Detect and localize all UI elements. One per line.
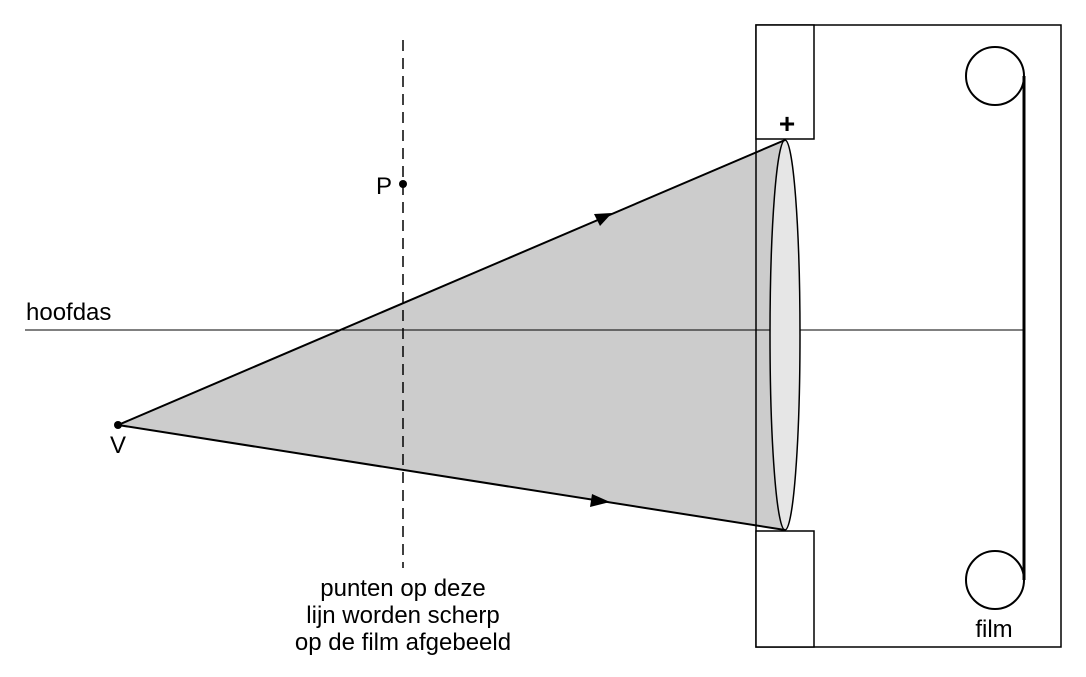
focus-note-line-2: lijn worden scherp: [306, 602, 499, 629]
upper-ray: [117, 139, 786, 426]
point-v-label: V: [110, 432, 126, 459]
camera-body: [755, 24, 1062, 648]
light-beam: [118, 140, 785, 530]
lens-plus-sign: +: [779, 108, 795, 139]
point-p-dot: [399, 180, 407, 188]
film-label: film: [975, 616, 1012, 643]
film-roller-top: [965, 46, 1025, 106]
lens-holder-bottom: [755, 530, 815, 648]
axis-label: hoofdas: [26, 299, 111, 326]
point-p-label: P: [376, 173, 392, 200]
point-v-dot: [114, 421, 122, 429]
film-roller-bottom: [965, 550, 1025, 610]
lens-holder-top: [755, 24, 815, 140]
converging-lens: [769, 139, 801, 531]
upper-ray-arrowhead: [594, 213, 612, 226]
focus-note-line-1: punten op deze: [320, 575, 485, 602]
lower-ray-arrowhead: [590, 494, 610, 507]
lower-ray: [117, 424, 786, 531]
focus-note-line-3: op de film afgebeeld: [295, 629, 511, 656]
